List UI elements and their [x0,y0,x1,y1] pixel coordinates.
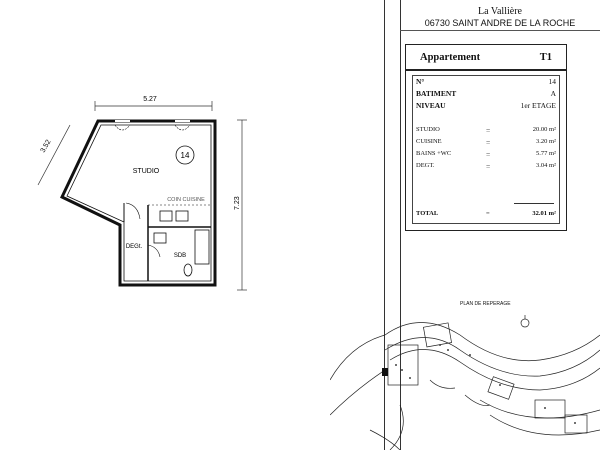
total-rule [514,203,554,204]
field-level: NIVEAU 1er ETAGE [416,101,556,110]
divider-line [384,0,385,450]
site-plan-label: PLAN DE REPERAGE [460,301,511,307]
building-name: La Vallière [478,6,522,17]
room-hall-label: DEGt. [126,244,143,250]
area-row-hall: DEGT. = 3.04 m² [416,162,556,171]
dimension-right: 7.23 [234,119,247,291]
site-plan-drawing [330,315,600,450]
dimension-top-label: 5.27 [143,96,157,103]
header-rule [400,30,600,31]
area-row-kitchen: CUISINE = 3.20 m² [416,138,556,147]
unit-number-label: 14 [181,151,190,160]
field-building: BATIMENT A [416,89,556,98]
divider-line [400,0,401,450]
field-number: N° 14 [416,77,556,86]
dimension-right-label: 7.23 [234,196,241,210]
apartment-info-box: N° 14 BATIMENT A NIVEAU 1er ETAGE STUDIO… [405,70,567,231]
dimension-left-label: 3.52 [40,139,53,154]
area-row-bath: BAINS +WC = 5.77 m² [416,150,556,159]
info-inner-frame [412,75,560,224]
unit-number-badge [175,145,195,165]
walls [60,119,217,287]
dimension-left: 3.52 [37,124,71,186]
room-kitchen-label: COIN CUISINE [167,197,205,203]
site-plan [330,315,600,450]
address: 06730 SAINT ANDRE DE LA ROCHE [424,18,576,28]
apartment-header: Appartement T1 [405,44,567,70]
dimension-top: 5.27 [94,96,213,111]
apartment-label: Appartement [420,51,481,63]
room-bath-label: SDB [174,253,186,259]
site-plan-marker [382,368,388,376]
apartment-type: T1 [539,51,552,63]
site-plan-hatching [395,344,576,424]
area-row-total: TOTAL = 32.01 m² [416,210,556,217]
area-row-studio: STUDIO = 20.00 m² [416,126,556,135]
floor-plan: 5.27 3.52 7.23 [37,96,247,291]
room-studio-label: STUDIO [133,168,160,175]
